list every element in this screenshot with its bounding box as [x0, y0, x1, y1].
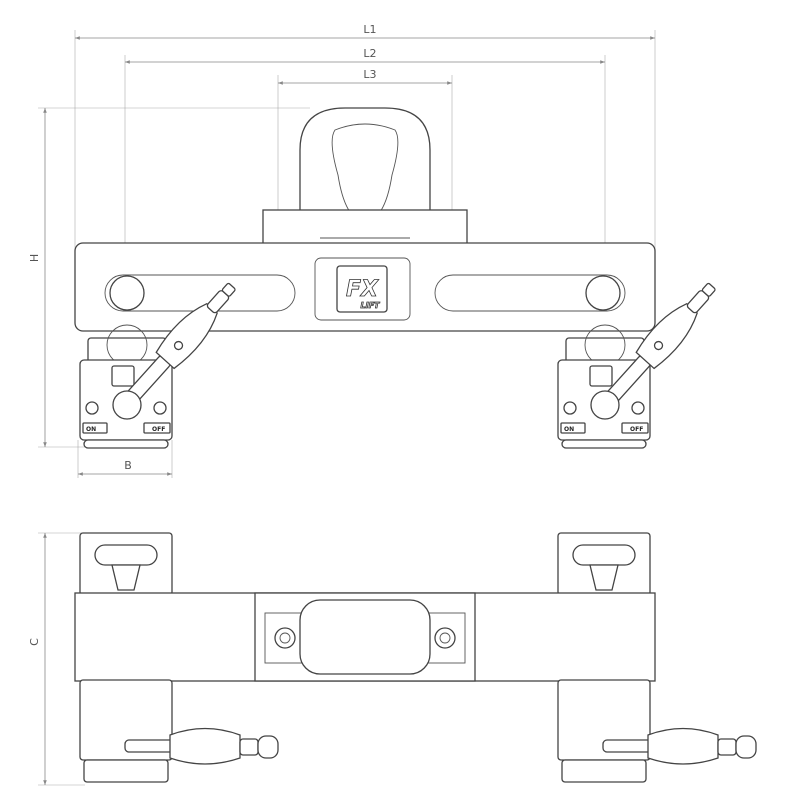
svg-text:OFF: OFF [152, 426, 165, 433]
dimension-label-l3: L3 [363, 68, 376, 81]
dimension-l3: L3 [278, 68, 452, 85]
dimension-l1: L1 [75, 23, 655, 40]
top-view [74, 532, 757, 783]
right-magnet: ON OFF [557, 324, 651, 449]
fx-lift-logo [336, 265, 388, 313]
front-view: FX LIFT ON OFF ON OFF [74, 107, 716, 449]
svg-text:LIFT: LIFT [361, 301, 381, 310]
svg-text:ON: ON [86, 426, 96, 433]
dimension-label-b: B [124, 459, 132, 472]
dimension-h: H [28, 108, 47, 447]
lifting-eye-opening [331, 123, 399, 223]
dimension-c: C [28, 533, 47, 785]
dimension-label-l2: L2 [363, 47, 376, 60]
dimension-label-c: C [28, 638, 41, 646]
right-handle-pivot [590, 390, 620, 420]
svg-text:OFF: OFF [630, 426, 643, 433]
right-slot [434, 274, 626, 312]
dimension-l2: L2 [125, 47, 605, 64]
left-handle-pivot [112, 390, 142, 420]
dimension-b: B [78, 459, 172, 476]
right-handle-top[interactable] [602, 727, 757, 765]
left-magnet: ON OFF [79, 324, 173, 449]
left-handle-top[interactable] [124, 727, 279, 765]
dimension-label-l1: L1 [363, 23, 376, 36]
top-block [262, 209, 468, 246]
svg-text:ON: ON [564, 426, 574, 433]
svg-text:FX: FX [346, 277, 379, 302]
dimension-label-h: H [28, 254, 41, 262]
logo-plate [314, 257, 411, 321]
